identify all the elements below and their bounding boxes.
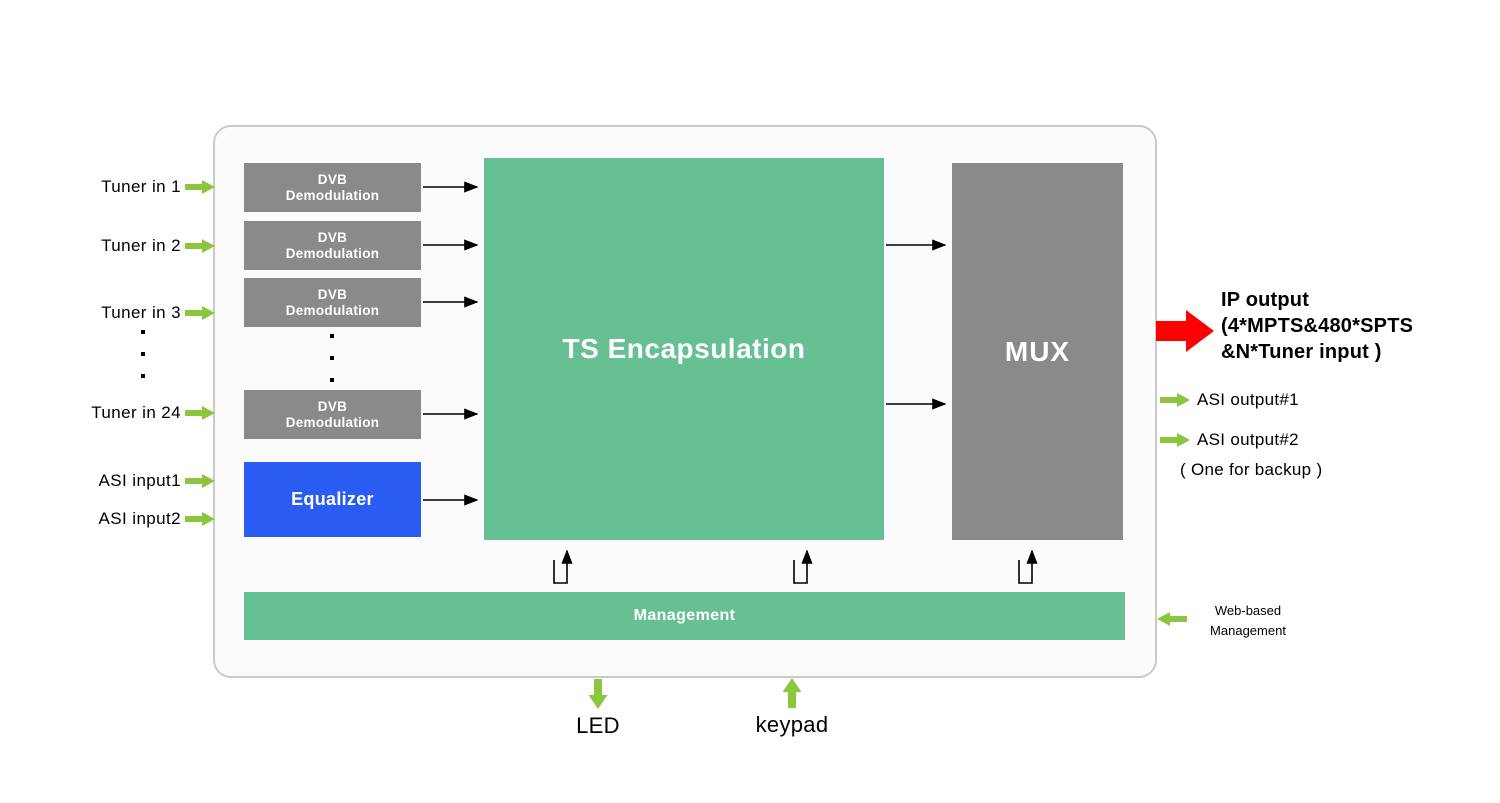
equalizer-block: Equalizer	[244, 462, 421, 537]
ellipsis-dots-left	[141, 330, 145, 378]
ts-encapsulation-block: TS Encapsulation	[484, 158, 884, 540]
label-asi-input-1: ASI input1	[98, 471, 181, 490]
asi-input-1-arrow-icon	[185, 474, 215, 488]
ellipsis-dots-dvb	[330, 334, 334, 382]
label-web-management: Web-based Management	[1192, 601, 1304, 641]
dvb-demodulation-block-1: DVB Demodulation	[244, 163, 421, 212]
tuner-in-24-arrow-icon	[185, 406, 215, 420]
label-tuner-in-1: Tuner in 1	[101, 177, 181, 196]
tuner-in-1-arrow-icon	[185, 180, 215, 194]
dvb-demodulation-block-24: DVB Demodulation	[244, 390, 421, 439]
dvb3-label-line2: Demodulation	[285, 302, 380, 318]
equalizer-label: Equalizer	[291, 489, 374, 509]
dvb3-label-line1: DVB	[317, 286, 348, 302]
asi-output-2-arrow-icon	[1160, 433, 1190, 447]
label-asi-output-2: ASI output#2	[1197, 430, 1299, 449]
web-management-line1: Web-based	[1214, 603, 1282, 618]
dvb24-label-line1: DVB	[317, 398, 348, 414]
label-tuner-in-3: Tuner in 3	[101, 303, 181, 322]
label-led: LED	[576, 713, 620, 738]
keypad-arrow-icon	[782, 678, 802, 708]
ip-output-line1: IP output	[1221, 289, 1310, 311]
tuner-in-3-arrow-icon	[185, 306, 215, 320]
label-tuner-in-2: Tuner in 2	[101, 236, 181, 255]
mux-block: MUX	[952, 163, 1123, 540]
dvb2-label-line1: DVB	[317, 229, 348, 245]
management-label: Management	[633, 607, 736, 624]
dvb-demodulation-block-2: DVB Demodulation	[244, 221, 421, 270]
dvb1-label-line2: Demodulation	[285, 187, 380, 203]
ip-output-line3: &N*Tuner input )	[1221, 341, 1382, 363]
asi-input-2-arrow-icon	[185, 512, 215, 526]
management-bar: Management	[244, 592, 1125, 640]
mux-label: MUX	[1004, 335, 1071, 367]
label-asi-input-2: ASI input2	[98, 509, 181, 528]
ip-output-text: IP output (4*MPTS&480*SPTS &N*Tuner inpu…	[1221, 287, 1413, 365]
label-asi-output-1: ASI output#1	[1197, 390, 1299, 409]
asi-output-1-arrow-icon	[1160, 393, 1190, 407]
dvb-demodulation-block-3: DVB Demodulation	[244, 278, 421, 327]
ip-output-line2: (4*MPTS&480*SPTS	[1221, 315, 1414, 337]
label-tuner-in-24: Tuner in 24	[91, 403, 181, 422]
label-keypad: keypad	[755, 712, 829, 737]
dvb1-label-line1: DVB	[317, 171, 348, 187]
ts-encapsulation-label: TS Encapsulation	[562, 333, 806, 364]
ip-output-arrow-icon	[1156, 310, 1214, 352]
dvb2-label-line2: Demodulation	[285, 245, 380, 261]
tuner-in-2-arrow-icon	[185, 239, 215, 253]
label-backup-note: ( One for backup )	[1180, 460, 1323, 479]
web-management-arrow-icon	[1157, 612, 1187, 626]
dvb24-label-line2: Demodulation	[285, 414, 380, 430]
led-arrow-icon	[588, 679, 608, 709]
web-management-line2: Management	[1210, 623, 1286, 638]
